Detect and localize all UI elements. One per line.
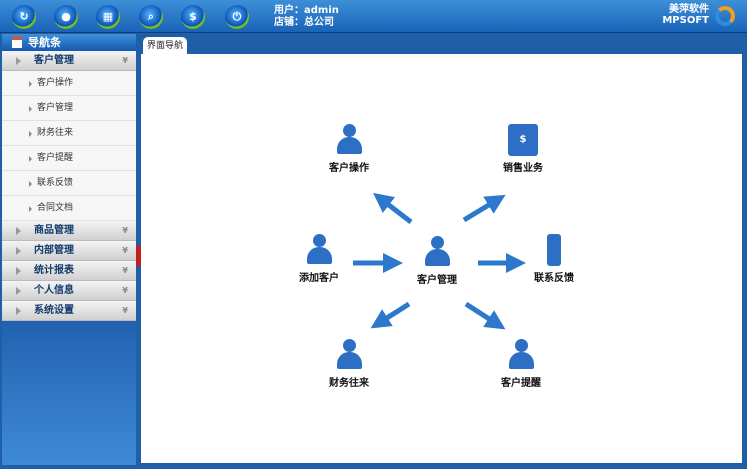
item-label: 联系反馈 [37, 178, 74, 188]
group-label: 系统设置 [34, 305, 74, 316]
power-icon[interactable]: ⏻ [225, 5, 249, 29]
node-finance[interactable]: 财务往来 [309, 339, 389, 389]
item-label: 客户管理 [37, 103, 74, 113]
node-label: 财务往来 [329, 378, 369, 389]
triangle-icon [16, 307, 21, 315]
user-info: 用户：admin 店铺：总公司 [274, 5, 339, 29]
node-customer-operation[interactable]: 客户操作 [309, 124, 389, 174]
logo-icon [715, 6, 735, 26]
chevron-down-icon: ¥ [122, 266, 128, 275]
logo-en: MPSOFT [662, 15, 709, 26]
customer-submenu: 客户操作 客户管理 财务往来 客户提醒 联系反馈 合同文档 [2, 71, 136, 221]
chevron-down-icon: ¥ [122, 56, 128, 65]
group-label: 商品管理 [34, 225, 74, 236]
group-reports[interactable]: 统计报表 ¥ [2, 261, 136, 281]
item-label: 客户操作 [37, 78, 74, 88]
submenu-item-finance[interactable]: 财务往来 [2, 121, 136, 146]
refresh-icon[interactable]: ↻ [12, 5, 36, 29]
node-label: 添加客户 [299, 273, 339, 284]
logo-cn: 美萍软件 [669, 4, 709, 15]
triangle-icon [29, 81, 32, 87]
node-sales[interactable]: $ 销售业务 [483, 124, 563, 174]
group-system[interactable]: 系统设置 ¥ [2, 301, 136, 321]
triangle-icon [16, 287, 21, 295]
calendar-icon[interactable]: ▦ [96, 5, 120, 29]
notepad-icon [12, 37, 22, 48]
collapse-sidebar-button[interactable] [136, 246, 141, 266]
group-customer[interactable]: 客户管理 ¥ [2, 51, 136, 71]
arrow-to-remind [464, 301, 506, 330]
chevron-down-icon: ¥ [122, 246, 128, 255]
add-person-icon [304, 234, 334, 266]
money-icon: $ [508, 124, 538, 156]
node-label: 销售业务 [503, 163, 543, 174]
chevron-down-icon: ¥ [122, 286, 128, 295]
navigation-diagram: 客户操作 $ 销售业务 添加客户 客户管理 联系反馈 财务往来 客户提醒 [141, 54, 742, 463]
person-clock-icon [506, 339, 536, 371]
node-label: 客户管理 [417, 275, 457, 286]
item-label: 合同文档 [37, 203, 74, 213]
group-internal[interactable]: 内部管理 ¥ [2, 241, 136, 261]
arrow-to-op [373, 192, 413, 224]
top-toolbar: ↻ ● ▦ ⌕ $ ⏻ 用户：admin 店铺：总公司 美萍软件 MPSOFT [0, 0, 747, 33]
sidebar-title-text: 导航条 [28, 36, 61, 49]
person-icon [334, 124, 364, 156]
submenu-item-contracts[interactable]: 合同文档 [2, 196, 136, 221]
triangle-icon [16, 247, 21, 255]
triangle-icon [16, 227, 21, 235]
submenu-item-reminder[interactable]: 客户提醒 [2, 146, 136, 171]
node-label: 客户操作 [329, 163, 369, 174]
item-label: 财务往来 [37, 128, 74, 138]
sidebar-title: 导航条 [2, 34, 136, 51]
store-label: 店铺：总公司 [274, 17, 334, 28]
group-products[interactable]: 商品管理 ¥ [2, 221, 136, 241]
item-label: 客户提醒 [37, 153, 74, 163]
triangle-icon [29, 131, 32, 137]
submenu-item-customer-management[interactable]: 客户管理 [2, 96, 136, 121]
chevron-down-icon: ¥ [122, 226, 128, 235]
group-label: 个人信息 [34, 285, 74, 296]
triangle-icon [29, 156, 32, 162]
triangle-icon [29, 181, 32, 187]
submenu-item-feedback[interactable]: 联系反馈 [2, 171, 136, 196]
arrow-to-sales [462, 194, 506, 223]
tab-interface-navigation[interactable]: 界面导航 [143, 37, 187, 54]
chevron-down-icon: ¥ [122, 306, 128, 315]
submenu-item-customer-operation[interactable]: 客户操作 [2, 71, 136, 96]
triangle-icon [16, 57, 21, 65]
user-label: 用户：admin [274, 5, 339, 16]
search-icon[interactable]: ⌕ [139, 5, 163, 29]
triangle-icon [16, 267, 21, 275]
triangle-icon [29, 206, 32, 212]
node-reminder[interactable]: 客户提醒 [481, 339, 561, 389]
sidebar: 导航条 客户管理¥ 客户操作 客户管理 财务往来 客户提醒 联系反馈 合同文档 … [2, 34, 136, 465]
person-money-icon [334, 339, 364, 371]
finance-icon[interactable]: $ [181, 5, 205, 29]
arrow-to-finance [370, 301, 411, 329]
node-label: 客户提醒 [501, 378, 541, 389]
node-customer-management[interactable]: 客户管理 [397, 236, 477, 286]
group-label: 统计报表 [34, 265, 74, 276]
group-personal[interactable]: 个人信息 ¥ [2, 281, 136, 301]
people-icon [422, 236, 452, 268]
lock-icon[interactable]: ● [54, 5, 78, 29]
arrows [353, 192, 526, 330]
node-add-customer[interactable]: 添加客户 [279, 234, 359, 284]
group-label: 内部管理 [34, 245, 74, 256]
group-label: 客户管理 [34, 55, 74, 66]
node-label: 联系反馈 [534, 273, 574, 284]
triangle-icon [29, 106, 32, 112]
phone-icon [547, 234, 561, 266]
logo: 美萍软件 MPSOFT [662, 4, 735, 26]
node-feedback[interactable]: 联系反馈 [514, 234, 594, 284]
